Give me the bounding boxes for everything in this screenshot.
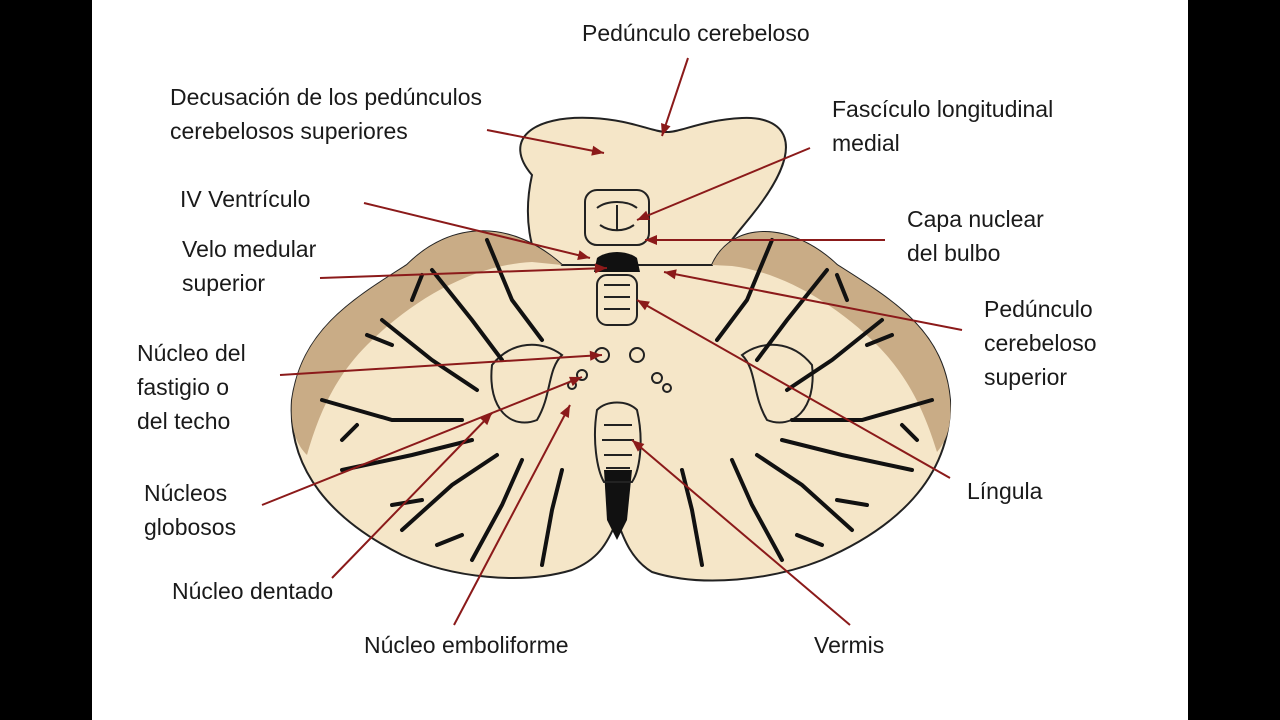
- label-fasciculo: Fascículo longitudinal medial: [832, 96, 1054, 156]
- arrow-nucleo-emboliforme: [453, 404, 571, 626]
- arrow-fasciculo: [636, 147, 811, 221]
- arrow-nucleo-dentado: [331, 412, 493, 579]
- label-pedunculo-cerebeloso: Pedúnculo cerebeloso: [582, 20, 810, 46]
- arrow-nucleos-globosos: [261, 376, 583, 506]
- label-nucleo-emboliforme: Núcleo emboliforme: [364, 632, 569, 658]
- label-pedunculo-superior: Pedúnculo cerebeloso superior: [984, 296, 1097, 390]
- deep-nuclei: [490, 343, 814, 424]
- arrow-vermis: [631, 439, 851, 626]
- left-arbor-vitae: [320, 238, 564, 567]
- label-capa-nuclear: Capa nuclear del bulbo: [907, 206, 1044, 266]
- arrow-capa-nuclear-head: [645, 235, 657, 245]
- arrow-lingula: [636, 299, 951, 479]
- cerebellum-cross-section: [261, 57, 963, 626]
- arrow-iv-ventriculo: [363, 202, 591, 259]
- arrow-pedunculo-cerebeloso: [661, 57, 689, 137]
- mlf-inner: [596, 201, 638, 232]
- posterior-notch: [604, 470, 632, 540]
- right-arbor-vitae: [680, 238, 934, 567]
- arrow-nucleo-emboliforme-head: [559, 405, 570, 418]
- arrow-lingula-head: [637, 300, 650, 311]
- arrow-nucleo-dentado-head: [480, 413, 492, 426]
- label-decusacion: Decusación de los pedúnculos cerebelosos…: [170, 84, 482, 144]
- diagram-canvas: Pedúnculo cerebeloso Decusación de los p…: [92, 0, 1188, 720]
- arrow-pedunculo-superior-head: [664, 269, 677, 280]
- right-cortex-band: [712, 231, 951, 452]
- arrow-nucleo-fastigio-head: [589, 350, 602, 361]
- arrow-velo-medular-head: [594, 263, 607, 274]
- arrow-nucleo-fastigio: [279, 354, 603, 376]
- arrow-nucleos-globosos-head: [569, 376, 582, 387]
- arrow-pedunculo-superior: [663, 271, 963, 331]
- arrow-iv-ventriculo-head: [577, 250, 590, 261]
- arrow-velo-medular: [319, 267, 608, 279]
- arrow-decusacion-head: [591, 145, 604, 156]
- arrow-decusacion: [486, 129, 605, 154]
- label-iv-ventriculo: IV Ventrículo: [180, 186, 311, 212]
- arrow-pedunculo-cerebeloso-head: [661, 123, 671, 136]
- fourth-ventricle-shape: [594, 252, 640, 272]
- label-lingula: Língula: [967, 478, 1043, 504]
- label-nucleo-fastigio: Núcleo del fastigio o del techo: [137, 340, 246, 434]
- vermis-coils: [594, 401, 642, 483]
- label-nucleo-dentado: Núcleo dentado: [172, 578, 334, 604]
- arrow-vermis-head: [632, 440, 645, 452]
- left-cortex-band: [291, 231, 562, 455]
- label-vermis: Vermis: [814, 632, 885, 658]
- arrow-fasciculo-head: [637, 210, 650, 221]
- label-velo-medular: Velo medular superior: [182, 236, 317, 296]
- leader-arrows: [261, 57, 963, 626]
- label-nucleos-globosos: Núcleos globosos: [144, 480, 237, 540]
